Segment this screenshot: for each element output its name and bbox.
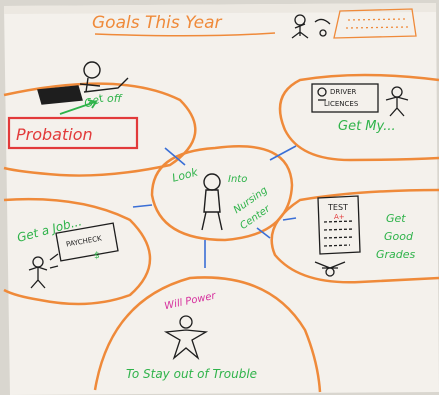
small-drawing-icon: [291, 14, 331, 39]
bubble-trouble: [93, 276, 322, 393]
star-person-icon: [385, 86, 409, 117]
connector-lines: [132, 145, 297, 268]
dollar-label: $: [94, 251, 100, 261]
get-off-label-2: off: [107, 92, 123, 105]
bubble-probation: [3, 82, 197, 177]
bubble-center: [150, 144, 294, 242]
title-underline: [94, 32, 276, 37]
paper-sheet: [4, 3, 439, 395]
bubble-job: [3, 197, 152, 306]
person-on-laptop-icon: [37, 61, 129, 105]
grades-label-3: Grades: [376, 248, 416, 261]
get-my-label: Get My...: [338, 119, 396, 134]
goal-bubbles: [3, 73, 439, 393]
star-figure-icon: [163, 315, 209, 360]
person-icon: [201, 173, 223, 231]
poster-title: Goals This Year: [92, 13, 223, 33]
bubble-grades: [270, 188, 439, 284]
test-paper-icon: [317, 195, 361, 255]
driver-label-2: LICENCES: [324, 100, 359, 108]
test-label: TEST: [327, 203, 348, 212]
into-label: Into: [228, 174, 247, 185]
grades-label-1: Get: [386, 212, 406, 225]
bubble-driver: [278, 73, 439, 162]
grades-label-2: Good: [384, 230, 414, 243]
job-person-icon: [28, 253, 59, 289]
probation-box: [7, 116, 139, 150]
arrow-up-icon: [59, 99, 98, 115]
driver-label-1: DRIVER: [330, 88, 357, 96]
license-card-icon: [311, 83, 379, 113]
paycheck-icon: [55, 222, 119, 262]
stay-out-label: To Stay out of Trouble: [126, 367, 257, 381]
grade-label: A+: [334, 213, 345, 221]
probation-label: Probation: [16, 125, 93, 144]
shopping-bag-icon: [333, 8, 417, 39]
grades-person-icon: [314, 261, 346, 277]
